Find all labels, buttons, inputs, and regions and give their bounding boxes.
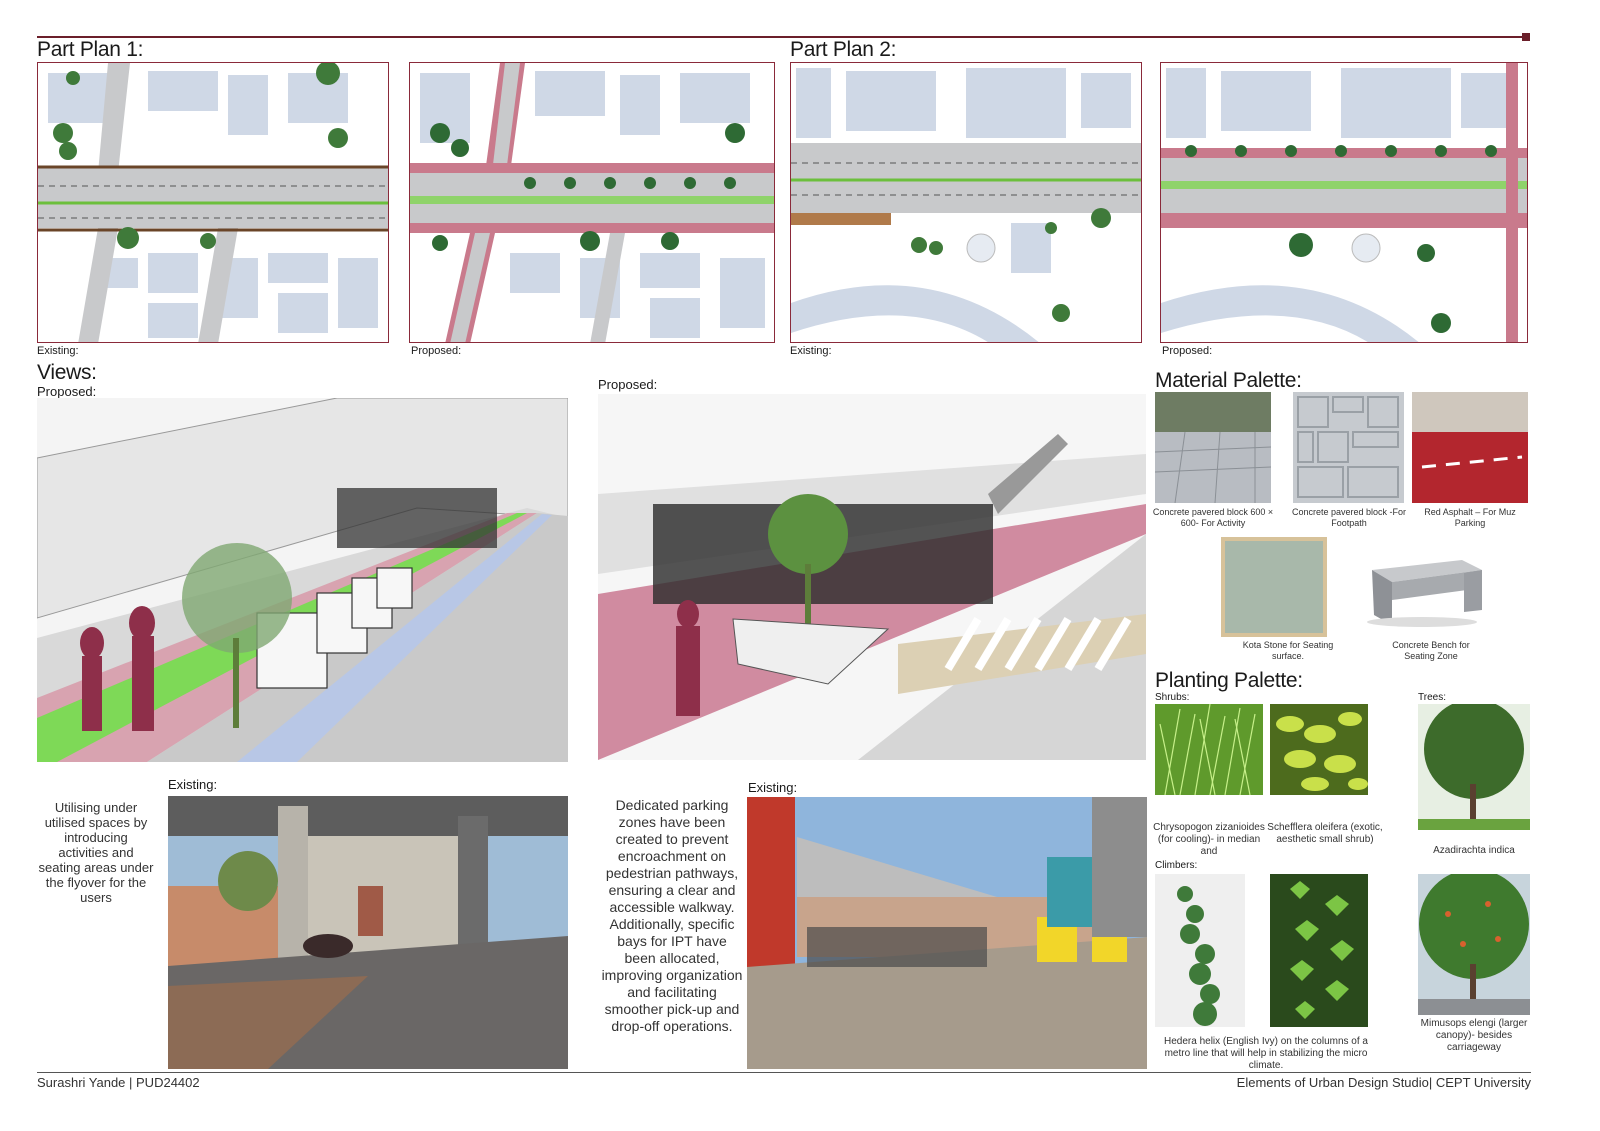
view-left-proposed-image xyxy=(37,398,568,762)
material-palette-heading: Material Palette: xyxy=(1155,369,1302,392)
climber-ivy-column-image xyxy=(1155,874,1245,1027)
plan-1-existing-caption: Existing: xyxy=(37,345,79,357)
top-rule xyxy=(37,36,1527,38)
climber-ivy-closeup-image xyxy=(1270,874,1368,1027)
left-description-text: Utilising under utilised spaces by intro… xyxy=(38,800,154,905)
footer-author: Surashri Yande | PUD24402 xyxy=(37,1075,200,1090)
plan-2-proposed-image xyxy=(1160,62,1528,343)
material-concrete-block-footpath-label: Concrete pavered block -For Footpath xyxy=(1291,507,1407,528)
planting-palette-heading: Planting Palette: xyxy=(1155,669,1303,692)
material-concrete-block-activity-label: Concrete pavered block 600 × 600- For Ac… xyxy=(1152,507,1274,528)
material-kota-stone-image xyxy=(1221,537,1327,637)
trees-label: Trees: xyxy=(1418,692,1446,703)
bottom-rule xyxy=(37,1072,1531,1073)
views-heading: Views: xyxy=(37,361,97,384)
view-right-proposed-caption: Proposed: xyxy=(598,377,658,392)
part-plan-1-heading: Part Plan 1: xyxy=(37,38,144,61)
tree-mimusops-label: Mimusops elengi (larger canopy)- besides… xyxy=(1420,1018,1528,1053)
tree-mimusops-image xyxy=(1418,874,1530,1015)
plan-2-existing-image xyxy=(790,62,1142,343)
material-concrete-block-activity-image xyxy=(1155,392,1271,503)
material-red-asphalt-image xyxy=(1412,392,1528,503)
shrubs-label: Shrubs: xyxy=(1155,692,1190,703)
plan-2-existing-caption: Existing: xyxy=(790,345,832,357)
view-left-proposed-caption: Proposed: xyxy=(37,384,97,399)
shrub-chrysopogon-image xyxy=(1155,704,1263,795)
plan-2-proposed-caption: Proposed: xyxy=(1162,345,1213,357)
shrub-schefflera-image xyxy=(1270,704,1368,795)
shrub-schefflera-label: Schefflera oleifera (exotic, aesthetic s… xyxy=(1267,822,1383,845)
view-left-existing-caption: Existing: xyxy=(168,777,218,792)
plan-1-proposed-image xyxy=(409,62,775,343)
climbers-label: Climbers: xyxy=(1155,860,1198,871)
plan-1-proposed-caption: Proposed: xyxy=(411,345,462,357)
tree-azadirachta-label: Azadirachta indica xyxy=(1433,845,1515,856)
material-concrete-bench-label: Concrete Bench for Seating Zone xyxy=(1392,640,1470,661)
climber-hedera-label: Hedera helix (English Ivy) on the column… xyxy=(1164,1036,1368,1071)
view-right-proposed-image xyxy=(598,394,1146,760)
part-plan-2-heading: Part Plan 2: xyxy=(790,38,897,61)
view-right-existing-photo xyxy=(747,797,1147,1069)
footer-studio: Elements of Urban Design Studio| CEPT Un… xyxy=(1236,1075,1531,1090)
kota-stone-surface xyxy=(1225,541,1323,633)
view-right-existing-caption: Existing: xyxy=(748,780,798,795)
material-kota-stone-label: Kota Stone for Seating surface. xyxy=(1242,640,1334,661)
top-rule-marker xyxy=(1522,33,1530,41)
plan-1-existing-image xyxy=(37,62,389,343)
material-concrete-block-footpath-image xyxy=(1293,392,1404,503)
material-red-asphalt-label: Red Asphalt – For Muz Parking xyxy=(1424,507,1516,528)
right-description-text: Dedicated parking zones have been create… xyxy=(601,797,743,1034)
view-left-existing-photo xyxy=(168,796,568,1069)
tree-azadirachta-image xyxy=(1418,704,1530,830)
material-concrete-bench-image xyxy=(1352,550,1487,630)
shrub-chrysopogon-label: Chrysopogon zizanioides (for cooling)- i… xyxy=(1153,822,1265,857)
